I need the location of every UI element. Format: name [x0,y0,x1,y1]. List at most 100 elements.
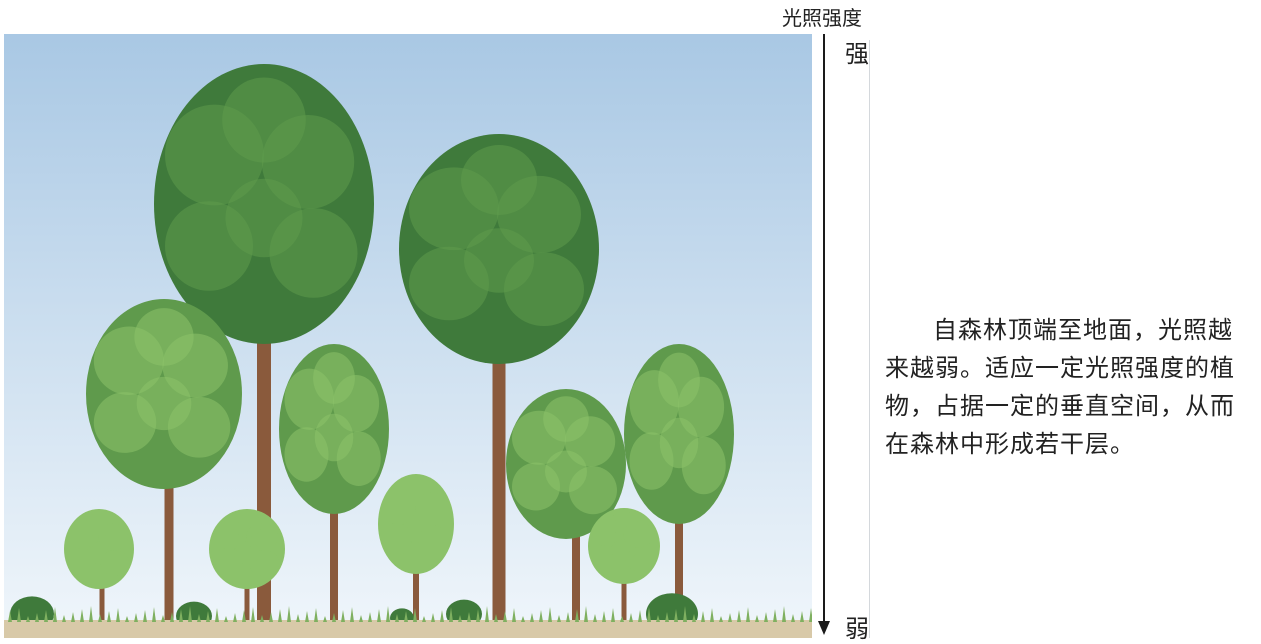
tree-2 [399,134,599,626]
grass-blade [242,610,246,622]
grass-blade [35,613,39,622]
grass-blade [323,616,327,622]
arrow-down-icon [818,621,830,635]
ground [4,620,812,638]
grass-blade [620,616,624,622]
grass-blade [377,609,381,622]
grass-blade [611,608,615,622]
grass-blade [206,611,210,622]
grass-blade [71,612,75,622]
leaf-cluster [313,352,355,404]
tree-trunk [330,429,338,626]
grass-blade [269,612,273,622]
leaf-cluster [610,511,638,535]
grass-blade [17,608,21,622]
grass-blade [548,607,552,622]
grass-blade [98,614,102,622]
tree-3 [86,299,242,626]
grass-blade [53,607,57,622]
tree-trunk [675,434,683,626]
grass-blade [755,615,759,622]
light-axis-line [823,34,825,624]
grass-blade [791,614,795,622]
tree-1 [154,64,374,626]
light-weak-label: 弱 [845,615,869,643]
leaf-cluster [611,539,637,561]
grass-blade [224,616,228,622]
grass-blade [638,610,642,622]
grass-blade [647,607,651,622]
leaf-cluster [85,512,113,538]
forest-scene [4,34,812,638]
grass-blade [530,613,534,622]
leaf-cluster [401,478,431,510]
grass-blade [215,608,219,622]
grass-blade [341,610,345,622]
grass-blade [107,611,111,622]
grass-blade [44,610,48,622]
leaf-cluster [543,396,589,442]
grass-blade [773,609,777,622]
grass-blade [701,611,705,622]
tree-8 [209,509,285,626]
grass-blade [593,614,597,622]
grass-blade [431,613,435,622]
leaf-cluster [402,515,430,543]
leaf-cluster [461,145,537,215]
grass-group [8,606,812,622]
grass-blade [800,611,804,622]
grass-blade [674,609,678,622]
grass-blade [629,613,633,622]
leaf-cluster [314,413,354,462]
grass-blade [782,606,786,622]
grass-blade [440,610,444,622]
grass-blade [566,612,570,622]
grass-blade [683,606,687,622]
grass-blade [125,616,129,622]
grass-blade [179,609,183,622]
grass-blade [521,616,525,622]
grass-blade [116,608,120,622]
grass-blade [494,614,498,622]
leaf-cluster [659,417,699,469]
grass-blade [188,606,192,622]
grass-blade [719,616,723,622]
divider-line [869,40,870,638]
grass-blade [539,610,543,622]
light-strong-label: 强 [845,40,869,68]
grass-blade [602,611,606,622]
tree-4 [279,344,389,626]
grass-blade [134,613,138,622]
grass-blade [287,606,291,622]
leaf-cluster [134,308,194,366]
grass-blade [368,612,372,622]
tree-10 [588,508,660,626]
grass-blade [278,609,282,622]
forest-illustration [4,34,812,638]
grass-blade [233,613,237,622]
grass-blade [737,610,741,622]
grass-blade [404,611,408,622]
grass-blade [503,611,507,622]
tree-6 [624,344,734,626]
grass-blade [26,616,30,622]
leaf-cluster [545,450,587,493]
tree-trunk [164,394,174,626]
tree-trunk [621,546,627,626]
grass-blade [251,607,255,622]
trees-group [10,64,734,635]
grass-blade [62,615,66,622]
grass-blade [449,607,453,622]
grass-blade [143,610,147,622]
grass-blade [746,607,750,622]
leaf-cluster [136,376,192,431]
grass-blade [458,615,462,622]
tree-trunk [572,464,580,626]
grass-blade [665,612,669,622]
grass-blade [152,607,156,622]
grass-blade [350,607,354,622]
grass-blade [710,608,714,622]
grass-blade [557,615,561,622]
tree-9 [378,474,454,626]
tree-trunk [413,524,419,626]
